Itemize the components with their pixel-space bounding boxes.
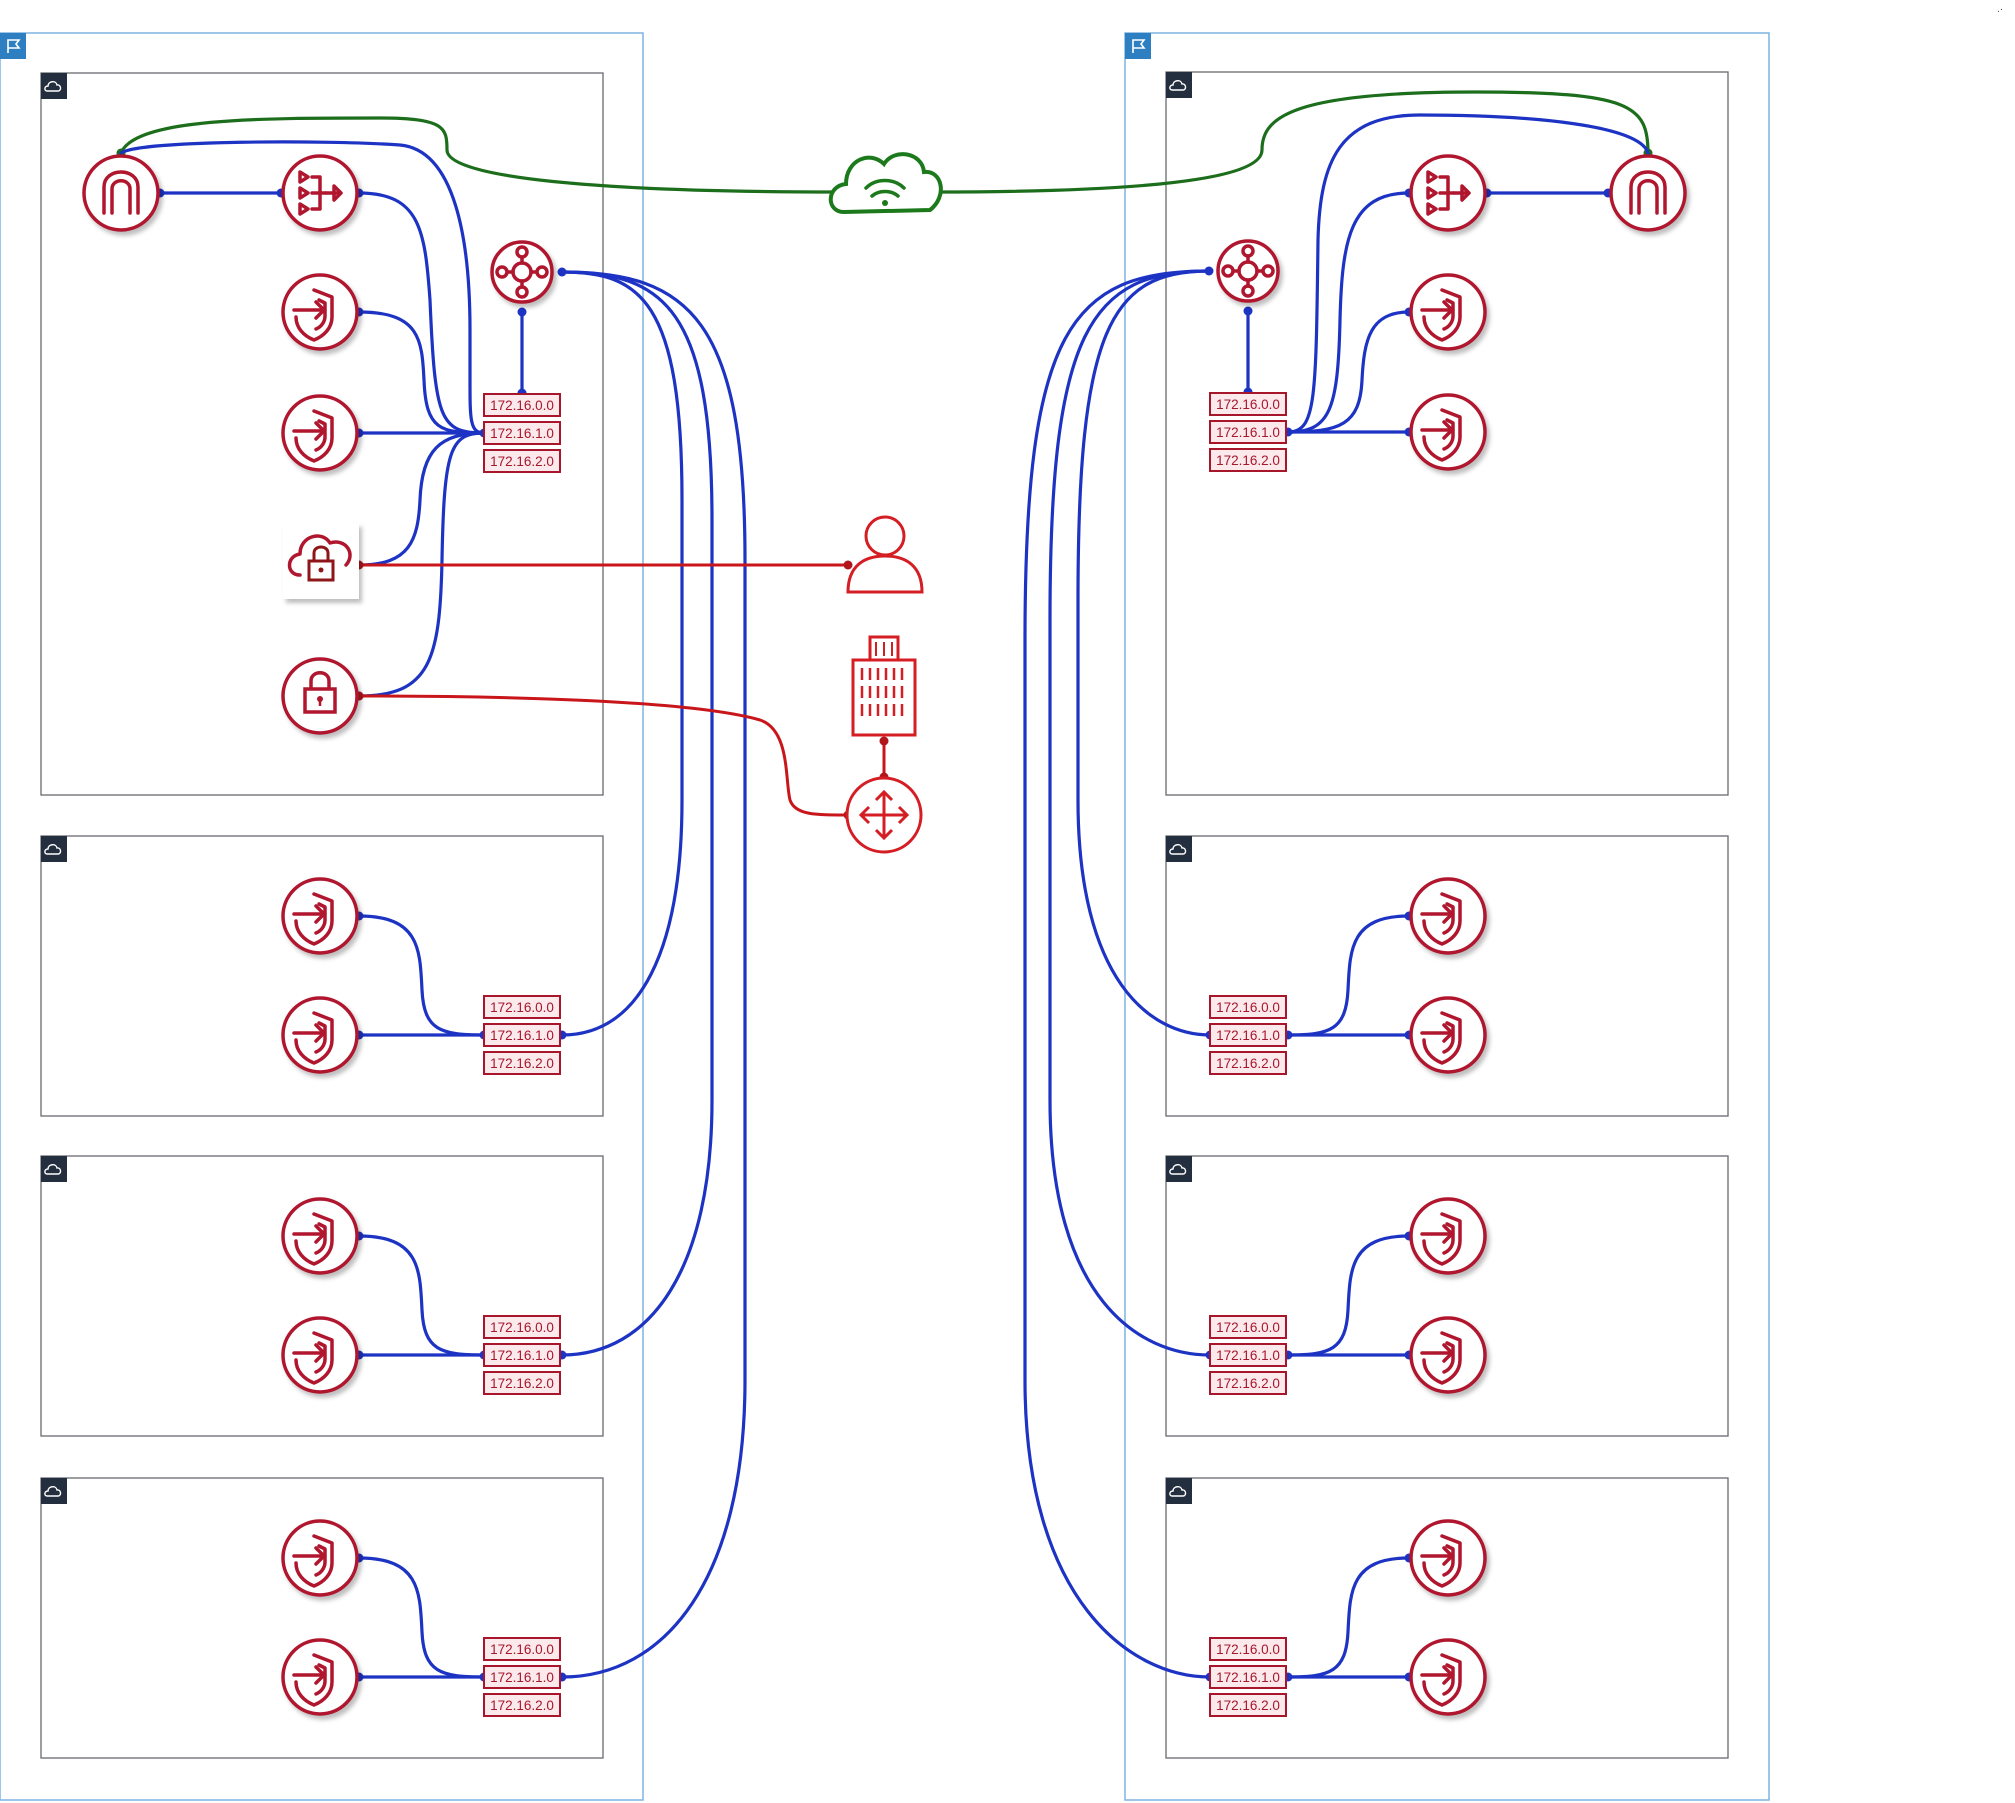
subnet-stack-left-3: 172.16.0.0 172.16.1.0 172.16.2.0 xyxy=(483,1315,561,1395)
endpoint-shield-icon xyxy=(283,879,357,953)
endpoint-shield-icon xyxy=(283,1640,357,1714)
subnet-cidr-label: 172.16.2.0 xyxy=(490,1376,554,1391)
wifi-cloud-icon xyxy=(828,152,943,215)
cloud-icon xyxy=(1166,1478,1192,1504)
endpoint-shield-icon xyxy=(283,1318,357,1392)
subnet-cidr-label: 172.16.1.0 xyxy=(490,1028,554,1043)
subnet-cidr-label: 172.16.1.0 xyxy=(490,426,554,441)
subnet-cidr-label: 172.16.1.0 xyxy=(490,1670,554,1685)
region-right-boundary xyxy=(1124,32,1770,1801)
subnet-stack-right-3: 172.16.0.0 172.16.1.0 172.16.2.0 xyxy=(1209,1315,1287,1395)
subnet-cidr-label: 172.16.0.0 xyxy=(1216,397,1280,412)
cloud-icon xyxy=(1166,72,1192,98)
cloud-icon xyxy=(1166,1156,1192,1182)
corner-marker: .· xyxy=(1997,4,2003,15)
subnet-cidr-label: 172.16.0.0 xyxy=(1216,1642,1280,1657)
subnet-cidr-label: 172.16.0.0 xyxy=(490,1642,554,1657)
endpoint-shield-icon xyxy=(1411,1199,1485,1273)
cloud-icon xyxy=(41,1478,67,1504)
endpoint-shield-icon xyxy=(1411,1318,1485,1392)
internet-gateway-icon xyxy=(84,156,158,230)
subnet-cidr-label: 172.16.1.0 xyxy=(1216,425,1280,440)
endpoint-shield-icon xyxy=(283,1199,357,1273)
endpoint-shield-icon xyxy=(1411,998,1485,1072)
subnet-stack-left-2: 172.16.0.0 172.16.1.0 172.16.2.0 xyxy=(483,995,561,1075)
subnet-cidr-label: 172.16.2.0 xyxy=(1216,1056,1280,1071)
subnet-stack-left-1: 172.16.0.0 172.16.1.0 172.16.2.0 xyxy=(483,393,561,473)
subnet-cidr-label: 172.16.1.0 xyxy=(1216,1028,1280,1043)
load-balancer-icon xyxy=(1411,156,1485,230)
flag-icon xyxy=(0,33,26,59)
subnet-cidr-label: 172.16.2.0 xyxy=(490,1698,554,1713)
router-icon xyxy=(845,776,923,854)
subnet-cidr-label: 172.16.1.0 xyxy=(490,1348,554,1363)
endpoint-shield-icon xyxy=(1411,275,1485,349)
subnet-cidr-label: 172.16.2.0 xyxy=(490,454,554,469)
endpoint-shield-icon xyxy=(1411,1521,1485,1595)
subnet-cidr-label: 172.16.2.0 xyxy=(1216,1376,1280,1391)
office-building-icon xyxy=(851,635,917,737)
flag-icon xyxy=(1125,33,1151,59)
subnet-cidr-label: 172.16.2.0 xyxy=(1216,1698,1280,1713)
endpoint-shield-icon xyxy=(1411,395,1485,469)
subnet-stack-right-1: 172.16.0.0 172.16.1.0 172.16.2.0 xyxy=(1209,392,1287,472)
transit-gateway-icon xyxy=(1218,241,1278,301)
subnet-cidr-label: 172.16.0.0 xyxy=(490,1320,554,1335)
subnet-cidr-label: 172.16.0.0 xyxy=(1216,1320,1280,1335)
endpoint-shield-icon xyxy=(283,998,357,1072)
cloud-icon xyxy=(41,1156,67,1182)
subnet-cidr-label: 172.16.0.0 xyxy=(1216,1000,1280,1015)
cloud-icon xyxy=(1166,836,1192,862)
endpoint-shield-icon xyxy=(283,396,357,470)
subnet-stack-right-4: 172.16.0.0 172.16.1.0 172.16.2.0 xyxy=(1209,1637,1287,1717)
subnet-cidr-label: 172.16.0.0 xyxy=(490,398,554,413)
vpn-gateway-cloud-lock-icon xyxy=(283,523,359,599)
region-left-boundary xyxy=(0,32,644,1801)
subnet-cidr-label: 172.16.1.0 xyxy=(1216,1670,1280,1685)
endpoint-shield-icon xyxy=(283,275,357,349)
internet-gateway-icon xyxy=(1611,156,1685,230)
subnet-cidr-label: 172.16.0.0 xyxy=(490,1000,554,1015)
subnet-cidr-label: 172.16.2.0 xyxy=(490,1056,554,1071)
subnet-stack-right-2: 172.16.0.0 172.16.1.0 172.16.2.0 xyxy=(1209,995,1287,1075)
subnet-stack-left-4: 172.16.0.0 172.16.1.0 172.16.2.0 xyxy=(483,1637,561,1717)
cloud-icon xyxy=(41,73,67,99)
endpoint-shield-icon xyxy=(1411,879,1485,953)
lock-icon xyxy=(281,657,359,735)
endpoint-shield-icon xyxy=(283,1521,357,1595)
load-balancer-icon xyxy=(283,156,357,230)
user-icon xyxy=(846,515,924,594)
endpoint-shield-icon xyxy=(1411,1640,1485,1714)
transit-gateway-icon xyxy=(492,242,552,302)
cloud-icon xyxy=(41,836,67,862)
subnet-cidr-label: 172.16.1.0 xyxy=(1216,1348,1280,1363)
subnet-cidr-label: 172.16.2.0 xyxy=(1216,453,1280,468)
